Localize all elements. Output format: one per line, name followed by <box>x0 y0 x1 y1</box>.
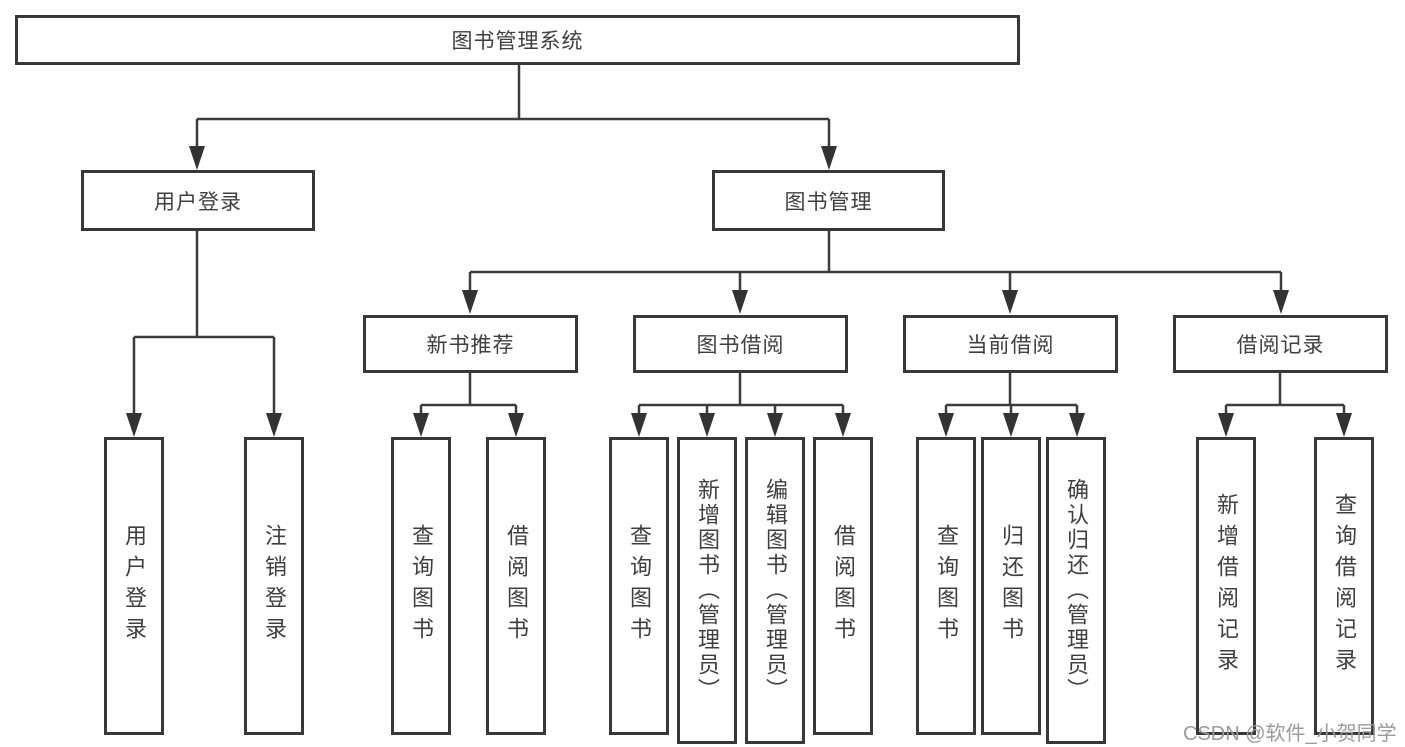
node-book-management-label: 图书管理 <box>784 190 873 214</box>
leaf-query-books-current: 查询图书 <box>916 437 976 735</box>
leaf-query-books-current-label: 查询图书 <box>934 524 959 648</box>
node-book-management: 图书管理 <box>712 170 945 231</box>
node-current-borrowing-label: 当前借阅 <box>966 334 1055 357</box>
leaf-confirm-return-admin: 确认归还（管理员） <box>1046 437 1106 744</box>
leaf-borrow-books-borrowing-label: 借阅图书 <box>831 524 856 648</box>
arrowheads <box>126 146 1352 437</box>
leaf-query-borrow-record-label: 查询借阅记录 <box>1332 493 1357 679</box>
leaf-return-books: 归还图书 <box>981 437 1041 735</box>
leaf-query-books-borrowing-label: 查询图书 <box>627 524 652 648</box>
leaf-add-borrow-record: 新增借阅记录 <box>1196 437 1256 735</box>
leaf-edit-book-admin: 编辑图书（管理员） <box>745 437 805 744</box>
node-book-borrowing-label: 图书借阅 <box>696 334 785 357</box>
leaf-edit-book-admin-label: 编辑图书（管理员） <box>763 478 788 703</box>
node-new-book-recommendation-label: 新书推荐 <box>426 334 515 357</box>
leaf-add-book-admin-label: 新增图书（管理员） <box>695 478 720 703</box>
leaf-borrow-books-borrowing: 借阅图书 <box>813 437 873 735</box>
node-new-book-recommendation: 新书推荐 <box>363 315 578 373</box>
node-book-borrowing: 图书借阅 <box>633 315 848 373</box>
leaf-logout: 注销登录 <box>244 437 304 735</box>
leaf-query-books-recommend: 查询图书 <box>391 437 451 735</box>
leaf-query-borrow-record: 查询借阅记录 <box>1314 437 1374 735</box>
leaf-add-borrow-record-label: 新增借阅记录 <box>1214 493 1239 679</box>
leaf-logout-label: 注销登录 <box>262 524 287 648</box>
leaf-query-books-recommend-label: 查询图书 <box>409 524 434 648</box>
connector-line-group <box>132 65 1346 413</box>
leaf-borrow-books-recommend-label: 借阅图书 <box>504 524 529 648</box>
csdn-watermark: CSDN @软件_小贺同学 <box>1183 723 1397 745</box>
leaf-query-books-borrowing: 查询图书 <box>609 437 669 735</box>
node-user-login: 用户登录 <box>81 170 315 231</box>
node-borrowing-records-label: 借阅记录 <box>1236 334 1325 357</box>
node-borrowing-records: 借阅记录 <box>1173 315 1388 373</box>
node-root: 图书管理系统 <box>15 15 1020 65</box>
leaf-confirm-return-admin-label: 确认归还（管理员） <box>1064 478 1089 703</box>
leaf-add-book-admin: 新增图书（管理员） <box>677 437 737 744</box>
leaf-user-login-label: 用户登录 <box>122 524 147 648</box>
leaf-borrow-books-recommend: 借阅图书 <box>486 437 546 735</box>
leaf-return-books-label: 归还图书 <box>999 524 1024 648</box>
node-user-login-label: 用户登录 <box>154 190 242 214</box>
node-root-label: 图书管理系统 <box>451 30 584 53</box>
leaf-user-login: 用户登录 <box>104 437 164 735</box>
node-current-borrowing: 当前借阅 <box>903 315 1118 373</box>
